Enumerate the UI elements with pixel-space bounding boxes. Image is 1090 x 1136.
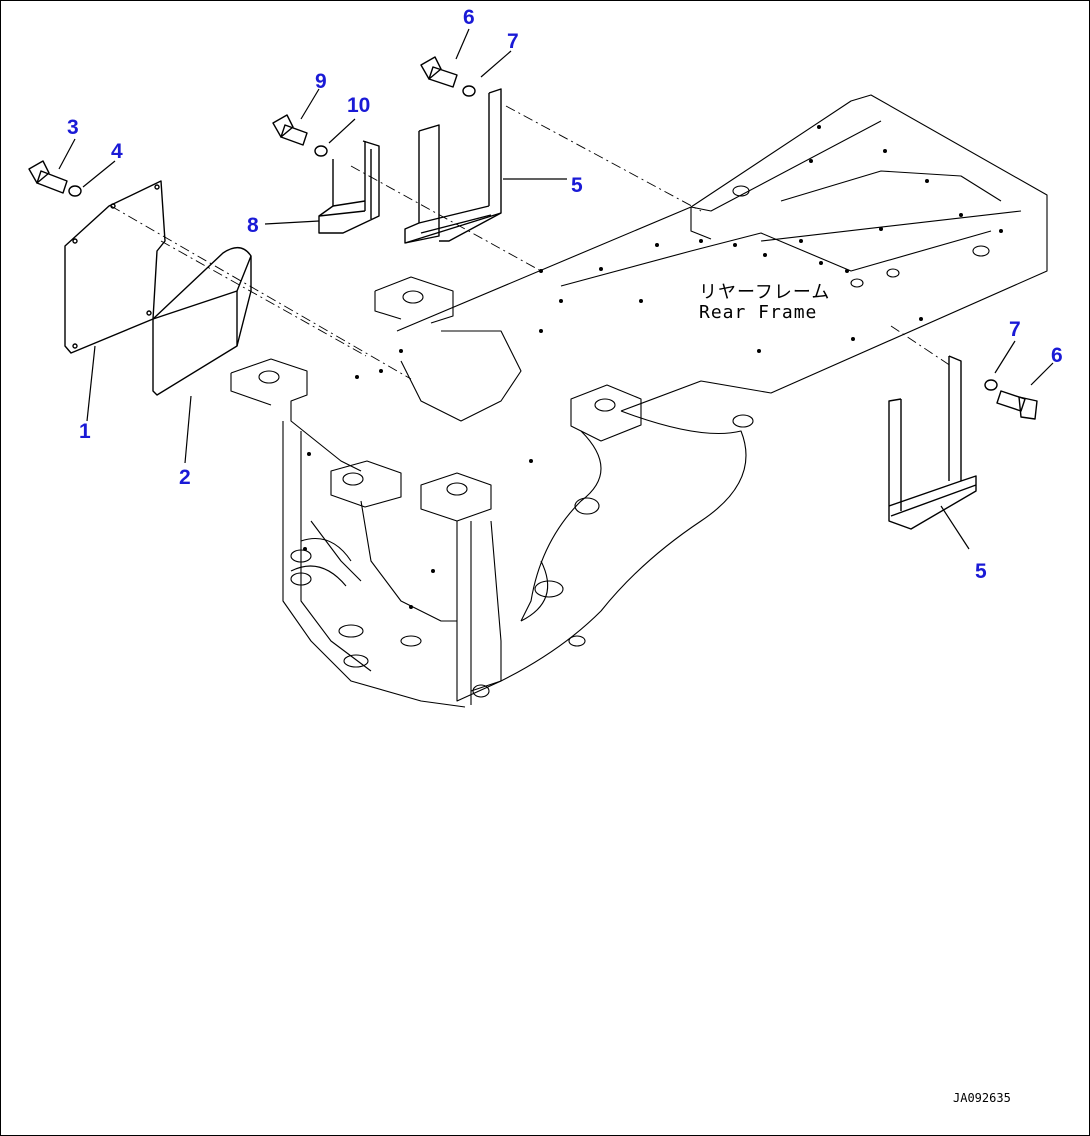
callout-part-3[interactable]: 3 (67, 116, 79, 139)
washer-part-7-right (984, 379, 998, 391)
rear-frame-label-jp: リヤーフレーム (699, 282, 831, 303)
washer-part-4 (68, 185, 82, 197)
cover-plate-part-1 (64, 180, 166, 354)
step-part-8 (318, 140, 380, 234)
frame-holes (303, 125, 1003, 609)
callout-part-5-upper[interactable]: 5 (571, 174, 583, 197)
step-part-5-upper (404, 88, 502, 244)
bolt-part-6-top (420, 56, 458, 88)
leader-lines (58, 28, 1054, 550)
callout-part-10[interactable]: 10 (347, 94, 371, 117)
step-part-5-right (888, 355, 977, 530)
assembly-lines (110, 105, 952, 380)
callout-part-7-right[interactable]: 7 (1009, 318, 1021, 341)
drawing-id: JA092635 (953, 1091, 1011, 1105)
rear-frame (230, 94, 1048, 708)
callout-part-1[interactable]: 1 (79, 420, 91, 443)
washer-part-10 (314, 145, 328, 157)
bolt-part-6-right (996, 390, 1038, 420)
callout-part-9[interactable]: 9 (315, 70, 327, 93)
callout-part-2[interactable]: 2 (179, 466, 191, 489)
bolt-part-3 (28, 160, 68, 194)
bolt-part-9 (272, 114, 308, 146)
washer-part-7-top (462, 85, 476, 97)
callout-part-8[interactable]: 8 (247, 214, 259, 237)
callout-part-5-right[interactable]: 5 (975, 560, 987, 583)
callout-part-6-top[interactable]: 6 (463, 6, 475, 29)
callout-part-7-top[interactable]: 7 (507, 30, 519, 53)
rear-frame-label-en: Rear Frame (699, 302, 818, 323)
insulation-pad-part-2 (152, 247, 252, 396)
callout-part-4[interactable]: 4 (111, 140, 123, 163)
callout-part-6-right[interactable]: 6 (1051, 344, 1063, 367)
